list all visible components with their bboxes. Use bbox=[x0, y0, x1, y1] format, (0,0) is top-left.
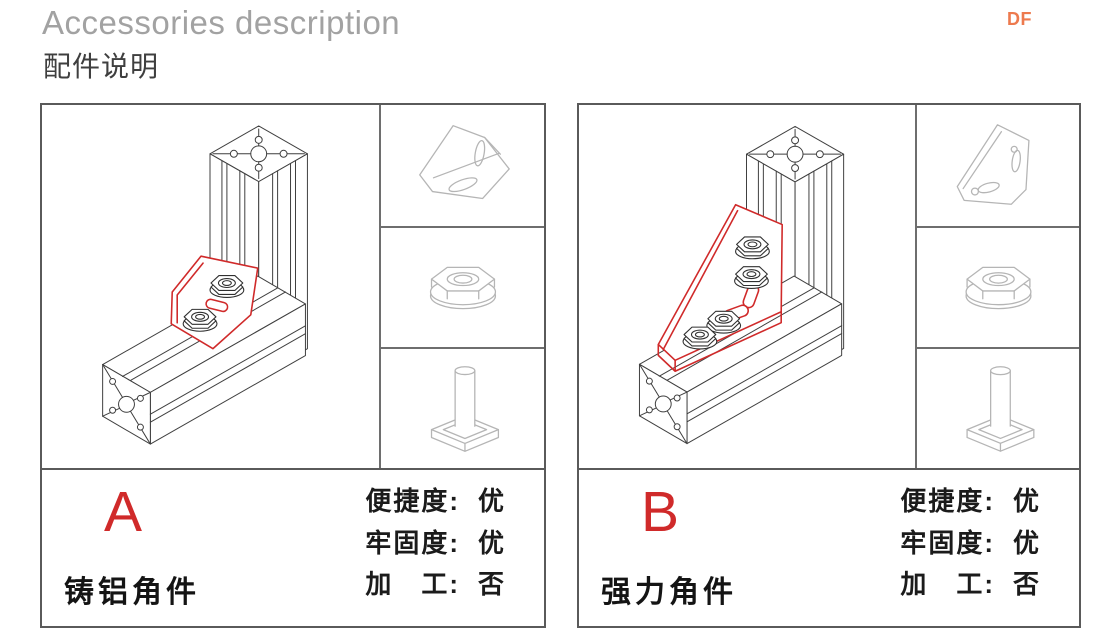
spec-row: 便捷度: 优 bbox=[365, 487, 506, 516]
spec-value: 优 bbox=[477, 486, 506, 516]
spec-label: 牢固度: bbox=[365, 527, 460, 558]
spec-label: 便捷度: bbox=[365, 486, 460, 516]
spec-value: 否 bbox=[1012, 569, 1041, 600]
label-area-a: A 铸铝角件 便捷度: 优 牢固度: 优 加 工: 否 bbox=[42, 468, 544, 626]
panel-a: A 铸铝角件 便捷度: 优 牢固度: 优 加 工: 否 bbox=[40, 103, 546, 628]
spec-value: 优 bbox=[1012, 486, 1041, 516]
spec-list: 便捷度: 优 牢固度: 优 加 工: 否 bbox=[365, 487, 506, 599]
gusset-bracket-icon bbox=[956, 124, 1030, 205]
t-bolt-icon bbox=[966, 366, 1035, 452]
horizontal-profile bbox=[638, 275, 843, 445]
assembly-drawing-b bbox=[579, 105, 917, 468]
assembly-drawing-a bbox=[42, 105, 381, 468]
spec-row: 牢固度: 优 bbox=[900, 527, 1041, 558]
brand-logo: DF bbox=[1007, 9, 1032, 29]
spec-value: 优 bbox=[1012, 527, 1041, 558]
variant-letter: B bbox=[641, 480, 680, 544]
t-bolt-icon bbox=[430, 366, 500, 452]
part-cell-flange-nut bbox=[917, 226, 1079, 347]
spec-label: 加 工: bbox=[365, 569, 460, 600]
page-title: Accessories description bbox=[42, 4, 401, 41]
variant-name: 铸铝角件 bbox=[64, 576, 200, 609]
assembly-drawing-b-svg bbox=[638, 125, 845, 445]
page-subtitle: 配件说明 bbox=[43, 51, 160, 82]
spec-label: 牢固度: bbox=[900, 527, 995, 558]
flange-nut-icon bbox=[429, 266, 497, 310]
spec-row: 牢固度: 优 bbox=[365, 527, 506, 558]
spec-list: 便捷度: 优 牢固度: 优 加 工: 否 bbox=[900, 487, 1041, 599]
spec-value: 优 bbox=[477, 527, 506, 558]
part-cell-t-bolt bbox=[381, 347, 544, 468]
flange-nut-icon bbox=[965, 266, 1032, 310]
panel-b: B 强力角件 便捷度: 优 牢固度: 优 加 工: 否 bbox=[577, 103, 1081, 628]
part-cell-flange-nut bbox=[381, 226, 544, 347]
spec-label: 便捷度: bbox=[900, 486, 995, 516]
spec-row: 加 工: 否 bbox=[900, 570, 1041, 599]
part-cell-t-bolt bbox=[917, 347, 1079, 468]
assembly-drawing-a-svg bbox=[102, 125, 308, 445]
spec-value: 否 bbox=[477, 569, 506, 600]
part-cell-corner-bracket bbox=[381, 105, 544, 226]
variant-name: 强力角件 bbox=[601, 576, 737, 609]
variant-letter: A bbox=[104, 480, 143, 544]
corner-bracket-icon bbox=[419, 125, 510, 200]
spec-row: 加 工: 否 bbox=[365, 570, 506, 599]
part-cell-gusset-bracket bbox=[917, 105, 1079, 226]
label-area-b: B 强力角件 便捷度: 优 牢固度: 优 加 工: 否 bbox=[579, 468, 1079, 626]
spec-label: 加 工: bbox=[900, 569, 995, 600]
spec-row: 便捷度: 优 bbox=[900, 487, 1041, 516]
